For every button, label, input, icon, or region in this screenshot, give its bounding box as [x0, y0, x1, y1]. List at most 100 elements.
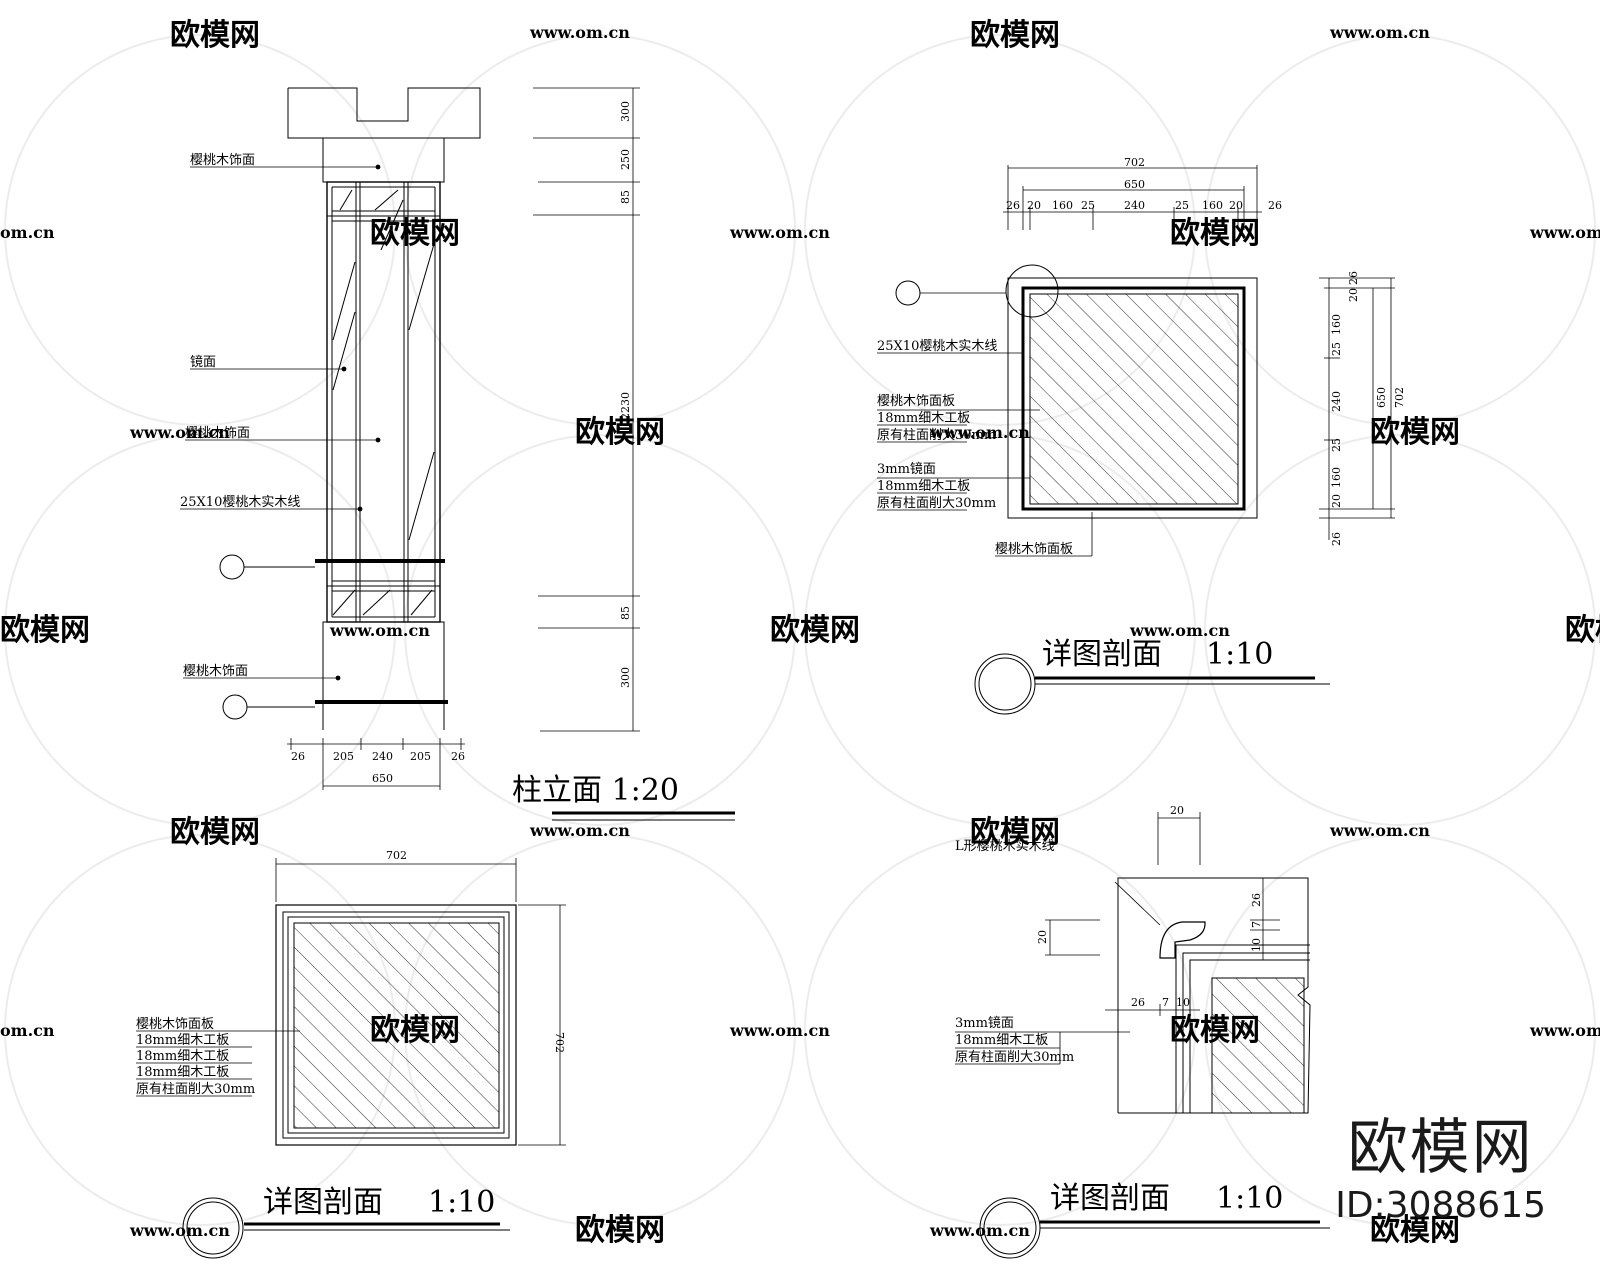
- elevation-title: 柱立面 1:20: [512, 773, 679, 808]
- watermark-brand: 欧模网: [0, 613, 90, 648]
- section-bl-title: 详图剖面: [263, 1185, 383, 1220]
- watermark-brand: 欧模网: [170, 18, 260, 53]
- watermark-brand: 欧模网: [1370, 415, 1460, 450]
- elevation-dim-300-bottom: 300: [619, 667, 632, 688]
- elevation-dim-85-bottom: 85: [619, 606, 632, 620]
- elevation-dim-bottom-205-right: 205: [410, 750, 431, 763]
- section-callout-marker: [219, 554, 245, 580]
- section-top-label-bottom-veneer: 樱桃木饰面板: [995, 541, 1073, 557]
- section-top-label-g2-board: 18mm细木工板: [877, 479, 970, 494]
- elevation-dim-total-650: 650: [372, 772, 393, 785]
- elevation-dim-bottom-26-right: 26: [451, 750, 465, 763]
- watermark-brand: 欧模网: [970, 815, 1060, 850]
- section-top-dim-v-240: 240: [1330, 391, 1343, 412]
- section-top-dim-v-26-bottom: 26: [1330, 532, 1343, 546]
- elevation-vertical-dimensions: [533, 87, 640, 732]
- section-top-dim-650: 650: [1124, 178, 1145, 191]
- section-top-label-g2-mirror: 3mm镜面: [877, 462, 936, 477]
- section-top-dim-v-160-top: 160: [1330, 314, 1343, 335]
- brand-logo: 欧模网 ID:3088615: [1335, 1112, 1546, 1228]
- section-top-dim-v-20-top: 20: [1347, 288, 1360, 302]
- section-br-dim-7-bottom: 7: [1162, 996, 1169, 1009]
- watermark-url: www.om.cn: [1529, 223, 1600, 242]
- watermark-brand: 欧模网: [370, 216, 460, 251]
- section-bl-dim-702-right: 702: [553, 1032, 566, 1053]
- l-trim-profile: [1159, 921, 1206, 959]
- section-br-dim-26-bottom: 26: [1131, 996, 1145, 1009]
- section-top-dim-v-650: 650: [1375, 387, 1388, 408]
- column-capital: [287, 87, 481, 139]
- section-top-dim-20-right: 20: [1229, 199, 1243, 212]
- title-marker-outer: [182, 1197, 244, 1259]
- section-top-dim-v-25-top: 25: [1330, 342, 1343, 356]
- elevation-dim-300-top: 300: [619, 101, 632, 122]
- section-top-title: 详图剖面: [1042, 637, 1162, 672]
- section-bl-label-existing: 原有柱面削大30mm: [136, 1082, 255, 1097]
- elevation-dim-bottom-205-left: 205: [333, 750, 354, 763]
- section-top-label-trim: 25X10樱桃木实木线: [877, 338, 997, 354]
- watermark-url: www.om.cn: [129, 423, 230, 442]
- watermark-brand: 欧模网: [1170, 216, 1260, 251]
- mirror-reflection-marks: [332, 189, 435, 616]
- watermark-url-short: om.cn: [0, 223, 55, 242]
- brand-logo-name: 欧模网: [1347, 1113, 1534, 1183]
- column-top-band: [322, 137, 445, 183]
- section-br-dim-26-right: 26: [1250, 893, 1263, 907]
- section-br-dim-7-right: 7: [1250, 921, 1263, 928]
- section-bottom-left-dimensions: [136, 858, 566, 1146]
- elevation-label-veneer-top: 樱桃木饰面: [190, 152, 255, 168]
- elevation-dim-85-top: 85: [619, 190, 632, 204]
- watermark-brand: 欧模网: [1370, 1213, 1460, 1248]
- title-marker-inner: [186, 1201, 240, 1255]
- section-top-scale: 1:10: [1206, 637, 1273, 672]
- watermark-url: www.om.cn: [329, 621, 430, 640]
- watermark-url: www.om.cn: [929, 423, 1030, 442]
- section-top-label-g2-existing: 原有柱面削大30mm: [877, 496, 996, 511]
- elevation-dim-bottom-240: 240: [372, 750, 393, 763]
- elevation-label-mirror: 镜面: [190, 355, 216, 370]
- elevation-dim-bottom-26-left: 26: [291, 750, 305, 763]
- section-top-leaders: [877, 352, 1093, 557]
- section-br-dim-20-left: 20: [1036, 930, 1049, 944]
- watermark-url: www.om.cn: [729, 223, 830, 242]
- section-top-dim-v-160-bottom: 160: [1330, 467, 1343, 488]
- watermark-brand: 欧模网: [575, 1213, 665, 1248]
- section-bottom-right-dimensions: [955, 812, 1280, 1065]
- section-top-dim-26-left: 26: [1006, 199, 1020, 212]
- elevation-dim-250: 250: [619, 149, 632, 170]
- section-br-label-board: 18mm细木工板: [955, 1033, 1048, 1048]
- watermark-layer: 欧模网 欧模网 欧模网 欧模网 欧模网 欧模网 欧模网 欧模网 欧模网 欧模网 …: [0, 18, 1600, 1248]
- watermark-url: www.om.cn: [729, 1021, 830, 1040]
- section-callout-marker: [222, 694, 248, 720]
- section-bl-label-board-3: 18mm细木工板: [136, 1065, 229, 1080]
- title-marker-outer: [974, 653, 1036, 715]
- watermark-url: www.om.cn: [529, 23, 630, 42]
- section-top-dim-v-20-bottom: 20: [1330, 494, 1343, 508]
- watermark-url: www.om.cn: [1329, 23, 1430, 42]
- section-top-label-g1-board: 18mm细木工板: [877, 411, 970, 426]
- section-top-label-g1-veneer: 樱桃木饰面板: [877, 393, 955, 409]
- column-elevation-leaders: [180, 164, 381, 681]
- section-br-label-trim: L形樱桃木实木线: [955, 838, 1055, 854]
- section-bl-label-board-2: 18mm细木工板: [136, 1049, 229, 1064]
- elevation-dim-2230: 2230: [619, 392, 632, 420]
- section-top-dimensions: [1003, 165, 1395, 540]
- section-br-scale: 1:10: [1216, 1181, 1283, 1216]
- section-top-dim-240: 240: [1124, 199, 1145, 212]
- section-callout-marker: [895, 280, 921, 306]
- section-top-dim-20-left: 20: [1027, 199, 1041, 212]
- watermark-brand: 欧模网: [170, 815, 260, 850]
- elevation-label-veneer-base: 樱桃木饰面: [183, 663, 248, 679]
- elevation-label-trim: 25X10樱桃木实木线: [180, 494, 300, 510]
- section-bl-label-veneer: 樱桃木饰面板: [136, 1016, 214, 1032]
- watermark-url: www.om.cn: [129, 1221, 230, 1240]
- watermark-url: www.om.cn: [529, 821, 630, 840]
- watermark-brand: 欧模网: [575, 415, 665, 450]
- section-top-label-g1-existing: 原有柱面削大30mm: [877, 428, 996, 443]
- section-bottom-left-plan: [275, 904, 517, 1146]
- section-top-dim-160-left: 160: [1052, 199, 1073, 212]
- section-top-dim-702: 702: [1124, 156, 1145, 169]
- section-top-dim-v-26-top: 26: [1347, 271, 1360, 285]
- watermark-brand: 欧模网: [970, 18, 1060, 53]
